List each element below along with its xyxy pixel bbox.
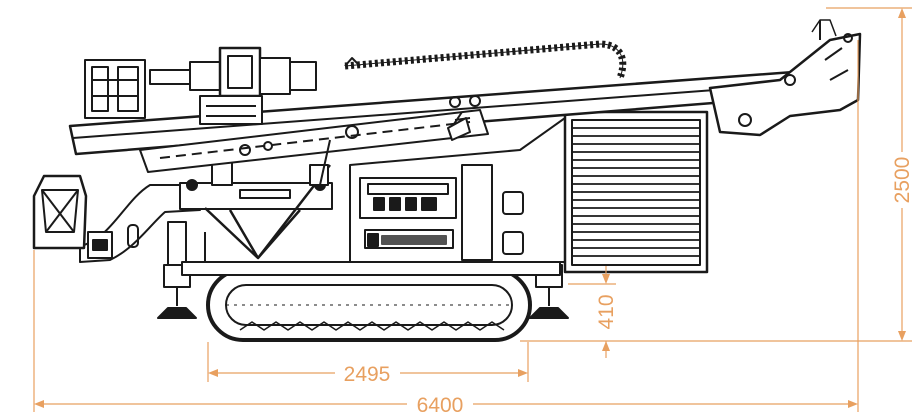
support-beam xyxy=(179,182,333,210)
rotary-head xyxy=(84,46,317,125)
dimension-label-overall-height: 2500 xyxy=(891,157,913,204)
brand-logo xyxy=(364,229,454,249)
dimension-label-ground-clearance: 410 xyxy=(595,294,618,329)
hose-chain xyxy=(344,40,627,80)
machine-outline xyxy=(32,19,862,342)
crawler-track xyxy=(206,268,532,342)
dimension-lines xyxy=(33,7,912,412)
rear-jack xyxy=(157,221,197,319)
dimension-label-overall-length: 6400 xyxy=(417,394,464,415)
mast-pivot-bracket xyxy=(708,19,862,137)
chassis xyxy=(181,261,561,276)
engine-body xyxy=(349,117,566,263)
rod-clamp-head xyxy=(32,174,88,250)
dimension-label-track-length: 2495 xyxy=(344,363,391,386)
radiator-grille xyxy=(563,110,709,274)
